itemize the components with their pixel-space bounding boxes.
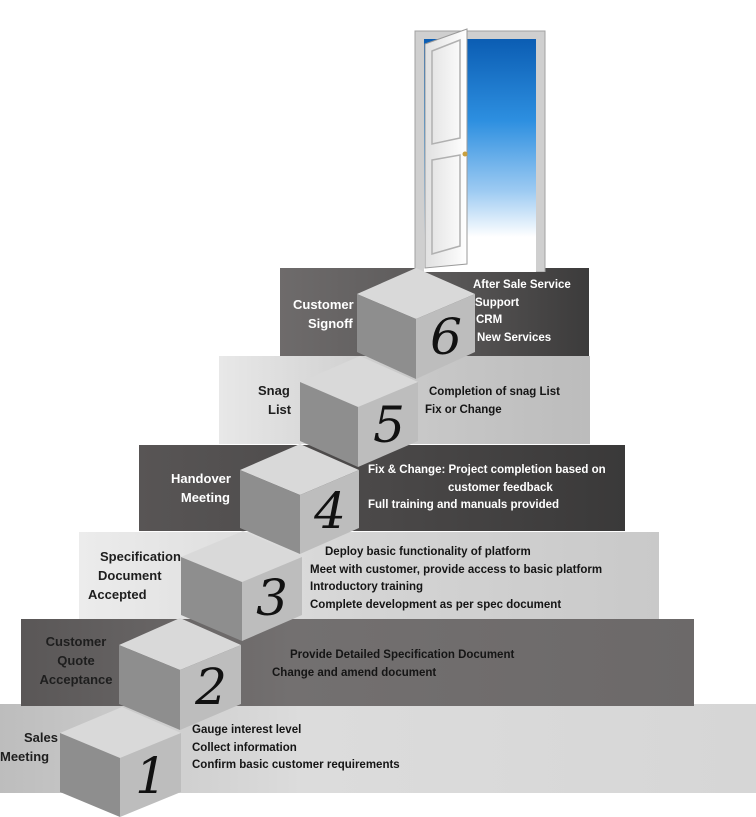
step-label-2: Customer Quote Acceptance xyxy=(39,634,113,687)
cube-6: 6 xyxy=(357,268,475,379)
bullet: Collect information xyxy=(192,741,297,754)
bullet: New Services xyxy=(477,331,552,344)
step-number-2: 2 xyxy=(194,658,227,716)
cube-1: 1 xyxy=(60,707,181,817)
bullet: Gauge interest level xyxy=(192,724,302,736)
step-bullets-4: Fix & Change: Project completion based o… xyxy=(368,462,606,515)
step-bullets-5: Completion of snag List Fix or Change xyxy=(425,384,560,419)
step-number-3: 3 xyxy=(256,569,288,627)
step-bullets-3: Deploy basic functionality of platform M… xyxy=(310,544,602,614)
cube-2: 2 xyxy=(119,618,241,730)
step-number-4: 4 xyxy=(313,482,346,540)
bullet: Fix & Change: Project completion based o… xyxy=(368,464,606,476)
step-number-1: 1 xyxy=(135,747,167,805)
step-label-4: Handover Meeting xyxy=(171,471,231,505)
bullet: Fix or Change xyxy=(425,403,502,416)
bullet: Introductory training xyxy=(310,581,424,593)
bullet: Confirm basic customer requirements xyxy=(192,759,400,771)
step-number-5: 5 xyxy=(373,396,405,454)
step-bullets-1: Gauge interest level Collect information… xyxy=(192,722,400,775)
bullet: customer feedback xyxy=(448,481,553,494)
cube-3: 3 xyxy=(181,531,302,641)
bullet: Provide Detailed Specification Document xyxy=(290,649,515,661)
bullet: CRM xyxy=(476,314,503,326)
step-label-3: Specification Document Accepted xyxy=(88,549,181,602)
step-bullets-2: Provide Detailed Specification Document … xyxy=(272,647,514,682)
bullet: Complete development as per spec documen… xyxy=(310,598,562,611)
bullet: After Sale Service xyxy=(473,279,571,291)
step-number-6: 6 xyxy=(430,308,462,366)
bullet: Completion of snag List xyxy=(429,386,560,398)
bullet: Support xyxy=(475,296,520,309)
step-bullets-6: After Sale Service Support CRM New Servi… xyxy=(473,277,571,347)
step-label-1: Sales Meeting xyxy=(0,730,58,764)
bullet: Change and amend document xyxy=(272,666,437,679)
cube-4: 4 xyxy=(240,444,359,554)
open-door-icon xyxy=(414,28,546,272)
bullet: Full training and manuals provided xyxy=(368,499,560,511)
bullet: Meet with customer, provide access to ba… xyxy=(310,563,603,576)
step-label-5: Snag List xyxy=(258,383,292,417)
bullet: Deploy basic functionality of platform xyxy=(325,546,531,558)
band-step-3 xyxy=(79,532,659,619)
cube-5: 5 xyxy=(300,356,418,467)
step-label-6: Customer Signoff xyxy=(293,297,354,331)
band-step-4 xyxy=(139,445,625,531)
